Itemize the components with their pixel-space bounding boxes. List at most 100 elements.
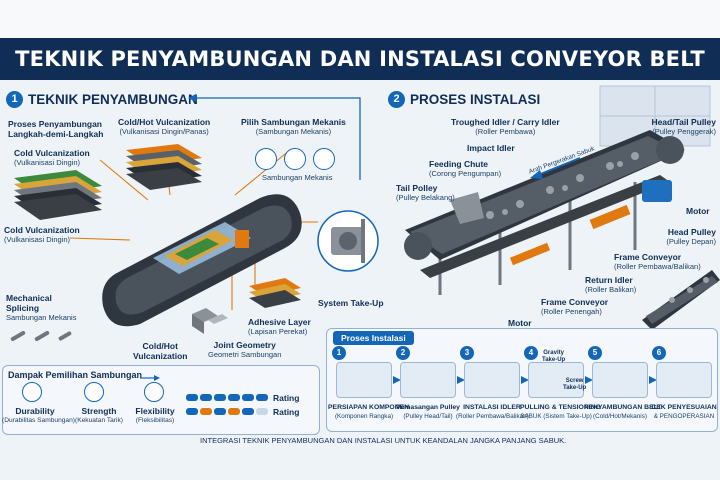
footer-text: INTEGRASI TEKNIK PENYAMBUNGAN DAN INSTAL… (200, 436, 567, 445)
adhesive-layer-title: Adhesive Layer (248, 317, 311, 327)
frame-conveyor-bottom-title: Frame Conveyor (541, 297, 609, 307)
mechanical-splicing-label: Mechanical Splicing Sambungan Mekanis (6, 293, 76, 322)
section2-title: PROSES INSTALASI (410, 92, 541, 107)
strength-label: Strength (81, 406, 117, 416)
process-step-illustration (656, 362, 712, 398)
process-step-illustration (336, 362, 392, 398)
return-idler-label: Return Idler (Roller Balikan) (585, 275, 636, 294)
frame-conveyor-right-sub: (Roller Pembawa/Balikan) (614, 262, 701, 271)
frame-conveyor-right-label: Frame Conveyor (Roller Pembawa/Balikan) (614, 252, 701, 271)
section1-heading: 1 TEKNIK PENYAMBUNGAN (6, 91, 198, 108)
head-pulley-title: Head Pulley (667, 227, 716, 237)
cold-hot-bottom-label: Cold/Hot Vulcanization (133, 341, 187, 361)
impact-idler-label: Impact Idler (467, 143, 515, 153)
joint-geometry-label: Joint Geometry Geometri Sambungan (208, 340, 281, 359)
gravity-takeup-label: Gravity Take-Up (542, 350, 565, 364)
impact-item-strength: Strength (Kekuatan Tarik) (70, 406, 128, 425)
rating-segment (256, 408, 268, 415)
process-step-illustration (592, 362, 648, 398)
mekanis-tools-caption: Sambungan Mekanis (262, 173, 333, 182)
process-step-subtitle: & PENGOPERASIAN (653, 413, 715, 420)
return-idler-sub: (Roller Balikan) (585, 285, 637, 294)
durability-sub: (Durabilitas Sambungan) (2, 417, 75, 424)
screw-line1: Screw (565, 378, 584, 384)
bolt-icon (313, 148, 335, 170)
impact-item-durability: Durability (Durabilitas Sambungan) (2, 406, 75, 425)
cold-top-title: Cold Vulcanization (14, 148, 90, 158)
joint-geometry-sub: Geometri Sambungan (208, 350, 282, 359)
frame-conveyor-bottom-label: Frame Conveyor (Roller Penengah) (541, 297, 608, 316)
cold-hot-title: Cold/Hot Vulcanization (118, 117, 211, 127)
flexibility-sub: (Fleksibilitas) (135, 417, 175, 424)
rating-segment (242, 394, 254, 401)
top-strip (0, 0, 720, 38)
adhesive-layer-sub: (Lapisan Perekat) (248, 327, 308, 336)
head-tail-pulley-title: Head/Tail Pulley (651, 117, 716, 127)
mekanis-pick-label: Pilih Sambungan Mekanis (Sambungan Mekan… (241, 117, 346, 136)
cold-hot-bottom-line1: Cold/Hot (142, 341, 178, 351)
rating-segment (214, 408, 226, 415)
cold-top-label: Cold Vulcanization (Vulkanisasi Dingin) (14, 148, 90, 167)
strength-sub: (Kekuatan Tarik) (75, 417, 123, 424)
process-step-title: PULLING & TENSIONING (520, 404, 601, 411)
impact-heading: Dampak Pemilihan Sambungan (8, 370, 143, 380)
strength-icon (84, 382, 104, 402)
take-up-label: System Take-Up (318, 298, 384, 308)
tail-pulley-title: Tail Polley (396, 183, 438, 193)
cold-hot-bottom-line2: Vulcanization (133, 351, 188, 361)
process-step-arrow (585, 376, 593, 384)
tail-pulley-label: Tail Polley (Pulley Belakang) (396, 183, 455, 202)
rating-label-2: Rating (273, 407, 300, 417)
process-step-subtitle: (Cold/Hot/Mekanis) (593, 413, 647, 420)
process-step-subtitle: (Roller Pembawa/Balikan) (456, 413, 529, 420)
process-step-title: Pemasangan Pulley (396, 404, 460, 411)
stepwise-label: Proses Penyambungan Langkah-demi-Langkah (8, 119, 103, 139)
rating-segment (186, 394, 198, 401)
section2-number: 2 (388, 91, 405, 108)
impact-heading-arrow (140, 375, 160, 381)
section1-number: 1 (6, 91, 23, 108)
tail-pulley-sub: (Pulley Belakang) (396, 193, 455, 202)
cold-vulcanization-layers-illustration (14, 170, 102, 220)
process-step-number: 5 (588, 346, 602, 360)
process-step-illustration (400, 362, 456, 398)
rating-segment (214, 394, 226, 401)
process-step-title: PENYAMBUNGAN BELT (584, 404, 662, 411)
rating-segment (200, 394, 212, 401)
rating-segment (256, 394, 268, 401)
cold-left-title: Cold Vulcanization (4, 225, 80, 235)
cold-hot-label: Cold/Hot Vulcanization (Vulkanisasi Ding… (118, 117, 210, 136)
cold-top-sub: (Vulkanisasi Dingin) (14, 158, 80, 167)
cold-hot-sub: (Vulkanisasi Dingin/Panas) (119, 127, 209, 136)
troughed-idler-title: Troughed Idler / Carry Idler (451, 117, 560, 127)
frame-conveyor-right-title: Frame Conveyor (614, 252, 682, 262)
head-tail-pulley-label: Head/Tail Pulley (Pulley Penggerak) (640, 117, 716, 136)
head-pulley-label: Head Pulley (Pulley Depan) (640, 227, 716, 246)
process-step-title: INSTALASI IDLER (463, 404, 521, 411)
feeding-chute-label: Feeding Chute (Corong Pengumpan) (429, 159, 501, 178)
feeding-chute-sub: (Corong Pengumpan) (429, 169, 502, 178)
adhesive-layer-illustration (249, 278, 301, 308)
process-step-number: 4 (524, 346, 538, 360)
gravity-line2: Take-Up (542, 357, 566, 363)
adhesive-layer-label: Adhesive Layer (Lapisan Perekat) (248, 317, 311, 336)
durability-icon (22, 382, 42, 402)
process-step-number: 1 (332, 346, 346, 360)
head-pulley-sub: (Pulley Depan) (666, 237, 716, 246)
process-step-illustration (528, 362, 584, 398)
process-step-title: CEK PENYESUAIAN (651, 404, 717, 411)
section1-title: TEKNIK PENYAMBUNGAN (28, 92, 198, 107)
rating-bar-2 (186, 408, 268, 415)
joint-geometry-title: Joint Geometry (213, 340, 276, 350)
process-step-subtitle: SABUK (Sistem Take-Up) (520, 413, 592, 420)
process-step-arrow (649, 376, 657, 384)
durability-label: Durability (15, 406, 55, 416)
take-up-system-illustration (317, 210, 379, 272)
motor-right-label: Motor (686, 206, 710, 216)
process-step-subtitle: (Komponen Rangka) (334, 413, 394, 420)
screw-takeup-label: Screw Take-Up (563, 378, 586, 392)
rating-segment (242, 408, 254, 415)
rating-segment (228, 408, 240, 415)
mechanical-line1: Mechanical (6, 293, 52, 303)
head-tail-pulley-sub: (Pulley Penggerak) (652, 127, 716, 136)
